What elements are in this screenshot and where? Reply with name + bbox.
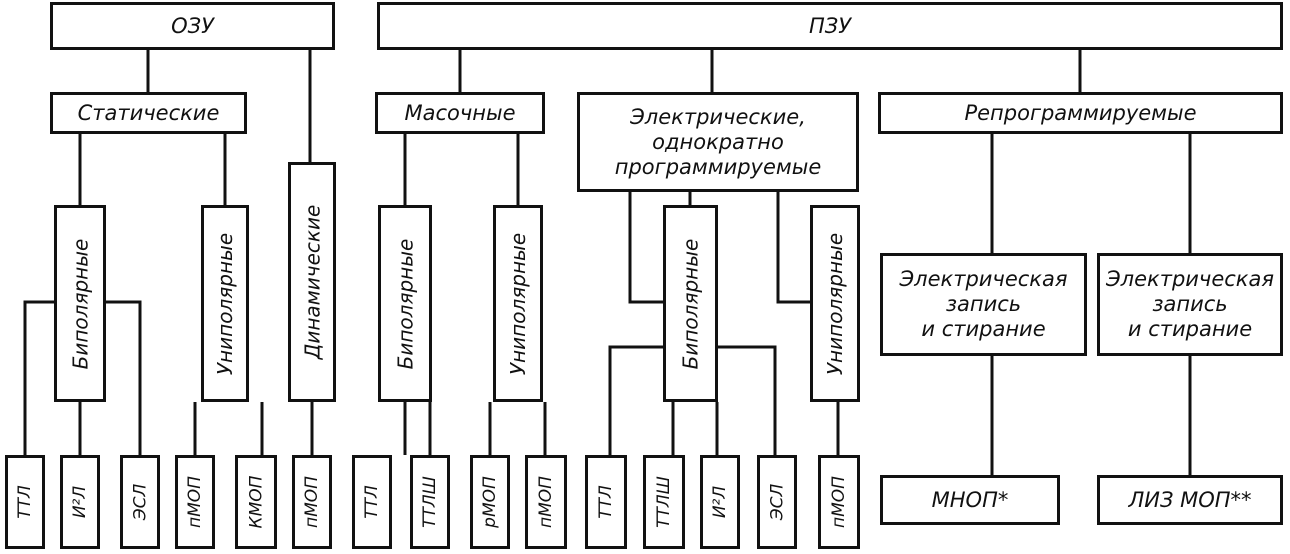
electrical-once-label: Электрические, однократно программируемы… bbox=[614, 104, 822, 179]
mask-bipolar-label: Биполярные bbox=[393, 238, 417, 369]
leaf-electric-nmos: пМОП bbox=[818, 455, 860, 549]
static-unipolar-box: Униполярные bbox=[201, 205, 249, 402]
pzu-box: ПЗУ bbox=[377, 2, 1283, 50]
reprogrammable-box: Репрограммируемые bbox=[878, 92, 1283, 134]
leaf-mask-pmos: рМОП bbox=[470, 455, 510, 549]
static-label: Статические bbox=[77, 100, 220, 125]
mnop-write-erase-box: Электрическая запись и стирание bbox=[880, 253, 1087, 356]
leaf-lizmop: ЛИЗ МОП** bbox=[1097, 475, 1283, 525]
leaf-dynamic-nmos: пМОП bbox=[292, 455, 332, 549]
ozu-label: ОЗУ bbox=[171, 13, 214, 38]
lizmop-write-erase-box: Электрическая запись и стирание bbox=[1097, 253, 1283, 356]
static-bipolar-box: Биполярные bbox=[54, 205, 106, 402]
electric-bipolar-label: Биполярные bbox=[678, 238, 703, 369]
mask-unipolar-box: Униполярные bbox=[493, 205, 543, 402]
electric-unipolar-label: Униполярные bbox=[823, 232, 848, 375]
leaf-static-esl-label: ЭСЛ bbox=[130, 483, 150, 521]
leaf-static-esl: ЭСЛ bbox=[120, 455, 160, 549]
leaf-mask-nmos-label: пМОП bbox=[536, 476, 557, 528]
leaf-mnop: МНОП* bbox=[880, 475, 1060, 525]
leaf-mask-nmos: пМОП bbox=[525, 455, 567, 549]
mask-label: Масочные bbox=[404, 100, 516, 125]
leaf-electric-ttlsh: ТТЛШ bbox=[643, 455, 685, 549]
leaf-mask-ttl: ТТЛ bbox=[352, 455, 392, 549]
mask-bipolar-box: Биполярные bbox=[378, 205, 432, 402]
leaf-electric-i2l-label: И²Л bbox=[709, 485, 730, 519]
leaf-static-kmos: КМОП bbox=[235, 455, 277, 549]
leaf-dynamic-nmos-label: пМОП bbox=[302, 476, 323, 528]
leaf-mask-pmos-label: рМОП bbox=[480, 476, 500, 528]
leaf-mask-ttl-label: ТТЛ bbox=[362, 485, 382, 519]
electric-unipolar-box: Униполярные bbox=[810, 205, 860, 402]
leaf-electric-esl-label: ЭСЛ bbox=[767, 483, 787, 521]
ozu-box: ОЗУ bbox=[50, 2, 335, 50]
static-bipolar-label: Биполярные bbox=[68, 238, 92, 369]
leaf-mask-ttlsh-label: ТТЛШ bbox=[420, 476, 441, 528]
reprogrammable-label: Репрограммируемые bbox=[964, 100, 1197, 125]
pzu-label: ПЗУ bbox=[808, 13, 852, 38]
electric-bipolar-box: Биполярные bbox=[663, 205, 718, 402]
leaf-electric-esl: ЭСЛ bbox=[757, 455, 797, 549]
leaf-mask-ttlsh: ТТЛШ bbox=[410, 455, 450, 549]
leaf-electric-i2l: И²Л bbox=[700, 455, 740, 549]
leaf-electric-ttlsh-label: ТТЛШ bbox=[654, 476, 675, 528]
leaf-static-nmos: пМОП bbox=[175, 455, 215, 549]
mask-unipolar-label: Униполярные bbox=[506, 232, 531, 375]
leaf-electric-ttl: ТТЛ bbox=[585, 455, 627, 549]
electrical-once-box: Электрические, однократно программируемы… bbox=[577, 92, 859, 192]
lizmop-write-erase-label: Электрическая запись и стирание bbox=[1106, 267, 1274, 341]
leaf-electric-ttl-label: ТТЛ bbox=[596, 485, 616, 519]
leaf-lizmop-label: ЛИЗ МОП** bbox=[1128, 487, 1252, 512]
leaf-static-nmos-label: пМОП bbox=[185, 476, 206, 528]
static-box: Статические bbox=[50, 92, 247, 134]
mnop-write-erase-label: Электрическая запись и стирание bbox=[899, 267, 1068, 341]
leaf-electric-nmos-label: пМОП bbox=[829, 476, 850, 528]
static-unipolar-label: Униполярные bbox=[213, 232, 238, 375]
dynamic-label: Динамические bbox=[300, 204, 325, 360]
dynamic-box: Динамические bbox=[288, 162, 336, 402]
leaf-static-ttl: ТТЛ bbox=[5, 455, 45, 549]
leaf-static-kmos-label: КМОП bbox=[246, 475, 266, 529]
leaf-static-ttl-label: ТТЛ bbox=[15, 485, 35, 519]
mask-box: Масочные bbox=[375, 92, 545, 134]
leaf-mnop-label: МНОП* bbox=[931, 487, 1009, 512]
leaf-static-i2l: И²Л bbox=[60, 455, 100, 549]
leaf-static-i2l-label: И²Л bbox=[69, 485, 90, 519]
